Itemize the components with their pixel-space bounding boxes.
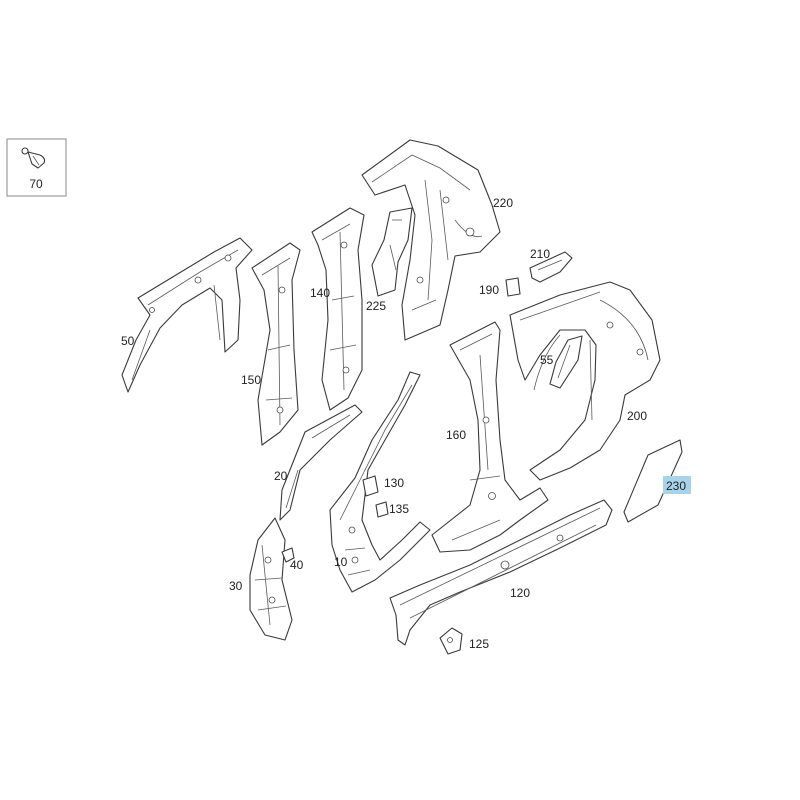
- part-120[interactable]: [389, 499, 613, 646]
- callout-160: 160: [446, 428, 466, 442]
- part-140[interactable]: [311, 207, 365, 411]
- callout-200: 200: [627, 409, 647, 423]
- inset-part-70[interactable]: 70: [6, 138, 67, 197]
- callout-20: 20: [274, 469, 288, 483]
- part-30[interactable]: [249, 517, 293, 641]
- callout-70: 70: [29, 177, 43, 191]
- callout-130: 130: [384, 476, 404, 490]
- part-135[interactable]: [375, 501, 389, 518]
- part-160[interactable]: [431, 321, 549, 553]
- part-225[interactable]: [371, 207, 413, 297]
- part-200[interactable]: [509, 281, 661, 481]
- callout-150: 150: [241, 373, 261, 387]
- callout-220: 220: [493, 196, 513, 210]
- clip-fastener-icon: [21, 147, 46, 169]
- callout-55: 55: [540, 353, 554, 367]
- part-40[interactable]: [281, 547, 295, 563]
- part-190[interactable]: [505, 277, 521, 297]
- callout-135: 135: [389, 502, 409, 516]
- callout-210: 210: [530, 247, 550, 261]
- callout-30: 30: [229, 579, 243, 593]
- callout-230-highlight: [663, 476, 691, 494]
- callout-230: 230: [666, 479, 686, 493]
- part-210[interactable]: [529, 251, 573, 283]
- part-55[interactable]: [549, 335, 583, 389]
- part-50[interactable]: [121, 237, 253, 393]
- callout-120: 120: [510, 586, 530, 600]
- callout-140: 140: [310, 286, 330, 300]
- callout-50: 50: [121, 334, 135, 348]
- callout-225: 225: [366, 299, 386, 313]
- part-220[interactable]: [361, 139, 501, 341]
- part-10[interactable]: [329, 371, 431, 593]
- callout-40: 40: [290, 558, 304, 572]
- callout-190: 190: [479, 283, 499, 297]
- callout-10: 10: [334, 555, 348, 569]
- part-125[interactable]: [439, 627, 463, 655]
- part-130[interactable]: [362, 475, 379, 497]
- part-150[interactable]: [251, 242, 301, 446]
- callout-125: 125: [469, 637, 489, 651]
- part-230[interactable]: [623, 439, 683, 523]
- part-20[interactable]: [279, 404, 363, 521]
